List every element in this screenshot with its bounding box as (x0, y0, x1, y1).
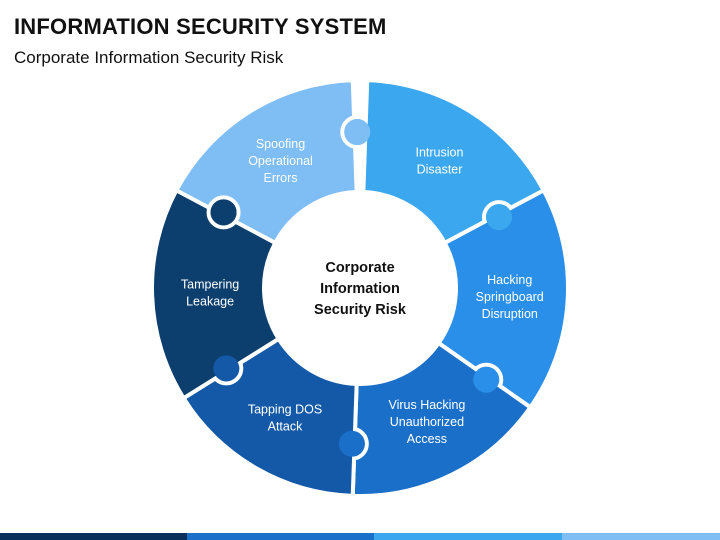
segment-label-line: Virus Hacking (388, 398, 465, 412)
segment-label-line: Intrusion (416, 145, 464, 159)
ring-segment-shape (436, 188, 570, 410)
segment-label: Tapping DOS Attack (248, 402, 322, 433)
puzzle-knob-fill (473, 366, 500, 393)
bottom-color-bar (0, 533, 720, 540)
segment-label-line: Hacking (487, 273, 532, 287)
segment-label-line: Operational (248, 154, 313, 168)
segment-label-line: Spoofing (256, 137, 305, 151)
puzzle-knob-fill (213, 355, 240, 382)
segment-label-line: Errors (263, 171, 297, 185)
segment-label-line: Disaster (417, 162, 463, 176)
page-subtitle: Corporate Information Security Risk (14, 48, 284, 67)
segment-label-line: Unauthorized (390, 415, 464, 429)
segment-label-line: Tapping DOS (248, 402, 322, 416)
center-label-line: Corporate (325, 260, 394, 276)
page-title: INFORMATION SECURITY SYSTEM (14, 14, 387, 39)
segment-label-line: Disruption (482, 307, 538, 321)
segment-label-line: Springboard (476, 290, 544, 304)
bottom-bar-stripe (561, 533, 720, 540)
puzzle-knob-fill (338, 430, 365, 457)
center-label-line: Security Risk (314, 302, 407, 318)
puzzle-knob-fill (210, 199, 237, 226)
segment-label-line: Leakage (186, 295, 234, 309)
bottom-bar-stripe (374, 533, 562, 540)
segment-label-line: Access (407, 432, 447, 446)
ring-segment-shape (150, 188, 281, 401)
bottom-bar-stripe (0, 533, 188, 540)
puzzle-knob-fill (485, 204, 512, 231)
segment-label-line: Tampering (181, 278, 239, 292)
puzzle-knob-fill (344, 119, 371, 146)
bottom-bar-stripe (187, 533, 375, 540)
segment-label-line: Attack (268, 419, 303, 433)
center-label-line: Information (320, 281, 400, 297)
